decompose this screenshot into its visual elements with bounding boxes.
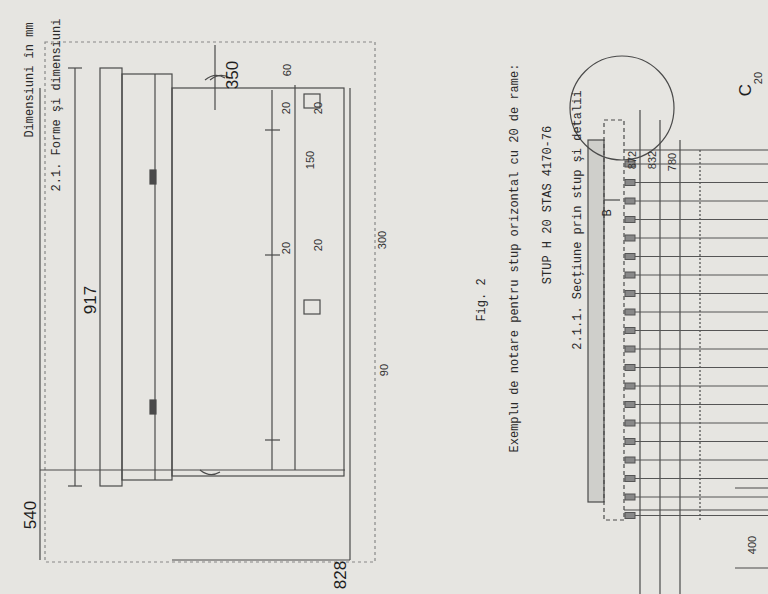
- frame-line: [630, 219, 768, 220]
- frame-lug: [625, 254, 635, 260]
- dimension-label: 20: [313, 239, 324, 251]
- frame-line: [630, 423, 768, 424]
- dimension-label: 828: [332, 561, 349, 589]
- frame-line: [630, 478, 768, 479]
- frame-line: [630, 460, 768, 461]
- dimension-label: Exemplu de notare pentru stup orizontal …: [509, 64, 521, 453]
- frame-lug: [625, 272, 635, 278]
- frame-lug: [625, 309, 635, 315]
- frame-lug: [625, 365, 635, 371]
- frame-line: [630, 238, 768, 239]
- dimension-label: 917: [82, 286, 99, 314]
- frame-lug: [625, 439, 635, 445]
- dimension-label: 400: [747, 536, 758, 554]
- frame-lug: [625, 513, 635, 519]
- frame-line: [630, 367, 768, 368]
- dimension-label: 20: [753, 72, 764, 84]
- dimension-label: 90: [379, 364, 390, 376]
- frame-line: [630, 330, 768, 331]
- dimension-label: STUP H 20 STAS 4170-76: [542, 126, 554, 284]
- frame-lug: [625, 457, 635, 463]
- frame-line: [630, 256, 768, 257]
- frame-lug: [625, 494, 635, 500]
- dimension-label: 2.1.1. Secţiune prin stup şi detalii: [572, 90, 584, 349]
- frame-line: [630, 386, 768, 387]
- frame-lug: [625, 328, 635, 334]
- frame-line: [630, 312, 768, 313]
- dimension-label: 2.1. Forme şi dimensiuni: [51, 19, 63, 192]
- dimension-label: 350: [224, 61, 241, 89]
- frame-line: [630, 275, 768, 276]
- frame-line: [630, 349, 768, 350]
- dimension-label: C: [737, 84, 754, 96]
- frame-lug: [625, 420, 635, 426]
- dimension-label: Dimensiuni în mm: [24, 22, 36, 137]
- frame-line: [630, 515, 768, 516]
- frame-lug: [625, 198, 635, 204]
- frame-lug: [625, 217, 635, 223]
- frame-lug: [625, 346, 635, 352]
- frame-line: [630, 182, 768, 183]
- frame-line: [630, 293, 768, 294]
- frame-lug: [625, 476, 635, 482]
- dimension-label: 300: [377, 231, 388, 249]
- frame-line: [630, 497, 768, 498]
- frame-lug: [625, 291, 635, 297]
- frame-lug: [625, 402, 635, 408]
- dimension-label: 20: [281, 102, 292, 114]
- dimension-label: 150: [305, 151, 316, 169]
- dimension-label: 20: [313, 102, 324, 114]
- frame-line: [630, 404, 768, 405]
- figure-caption: Fig. 2: [476, 278, 488, 321]
- dimension-label: 60: [282, 64, 293, 76]
- frame-lug: [625, 180, 635, 186]
- dimension-label: 780: [667, 153, 678, 171]
- frame-line: [630, 201, 768, 202]
- dimension-label: 540: [22, 501, 39, 529]
- frame-line: [630, 441, 768, 442]
- dimension-label: 20: [281, 242, 292, 254]
- frame-lug: [625, 235, 635, 241]
- frame-lug: [625, 383, 635, 389]
- dimension-label: 832: [647, 151, 658, 169]
- dimension-label: B: [602, 209, 614, 216]
- dimension-label: 872: [627, 151, 638, 169]
